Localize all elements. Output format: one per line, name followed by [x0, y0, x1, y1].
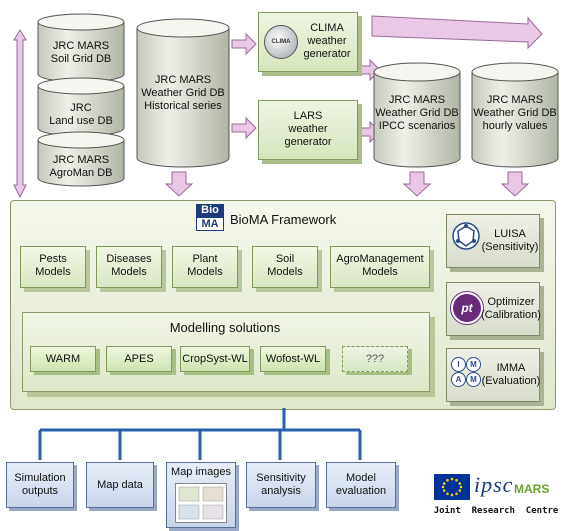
mars-logo: MARS [514, 482, 550, 496]
landuse-db-label: JRC Land use DB [49, 102, 113, 127]
output-map-data: Map data [86, 462, 154, 508]
luisa-icon [452, 222, 480, 250]
imma-icon-cell: A [451, 372, 466, 387]
model-label-soil: Soil Models [267, 253, 303, 278]
model-box-diseases: Diseases Models [96, 246, 162, 288]
down-arrow-historical [164, 171, 194, 197]
hourly-db-cylinder [471, 62, 559, 168]
optimizer-icon-text: pt [461, 301, 473, 315]
bioma-logo-top: Bio [196, 204, 224, 217]
weather-hist-db-cylinder [136, 18, 230, 168]
modelling-solutions-title: Modelling solutions [169, 320, 281, 335]
solution-wofost-wl: Wofost-WL [260, 346, 326, 372]
model-label-plant: Plant Models [187, 253, 223, 278]
model-box-pests: Pests Models [20, 246, 86, 288]
output-sensitivity: Sensitivity analysis [246, 462, 316, 508]
lars-generator-label: LARS weather generator [284, 110, 332, 148]
model-box-plant: Plant Models [172, 246, 238, 288]
clima-generator-label: CLIMA weather generator [303, 22, 351, 60]
output-connectors [38, 408, 362, 460]
luisa-label: LUISA (Sensitivity) [481, 228, 539, 253]
agroman-db-cylinder [37, 131, 125, 187]
arrow-to-hourly [371, 15, 543, 50]
side-tool-imma: I M A M IMMA (Evaluation) [446, 348, 540, 402]
model-box-soil: Soil Models [252, 246, 318, 288]
optimizer-label: Optimizer (Calibration) [481, 296, 541, 321]
eu-flag-icon [434, 474, 470, 500]
agroman-db-label: JRC MARS AgroMan DB [49, 154, 113, 179]
clima-generator-box: CLIMA CLIMA weather generator [258, 12, 358, 72]
weather-hist-db-label: JRC MARS Weather Grid DB Historical seri… [141, 74, 225, 112]
clima-logo-icon: CLIMA [264, 25, 298, 59]
eu-stars-icon [441, 477, 463, 497]
clima-logo-text: CLIMA [271, 39, 291, 45]
solution-unknown: ??? [342, 346, 408, 372]
down-arrow-hourly [500, 171, 530, 197]
hourly-db-label: JRC MARS Weather Grid DB hourly values [473, 94, 557, 132]
ipsc-logo: ipsc [474, 472, 514, 497]
side-tool-optimizer: pt Optimizer (Calibration) [446, 282, 541, 336]
jrc-caption: Joint Research Centre [433, 506, 559, 516]
imma-icon-cell: M [466, 372, 481, 387]
imma-icon-cell: I [451, 357, 466, 372]
arrow-to-clima [231, 32, 257, 56]
imma-icon: I M A M [451, 357, 481, 387]
bioma-logo-bottom: MA [196, 217, 224, 231]
model-label-pests: Pests Models [35, 253, 71, 278]
output-map-images-label: Map images [171, 466, 231, 478]
arrow-to-lars [231, 116, 257, 140]
solution-apes: APES [106, 346, 172, 372]
vertical-double-arrow [13, 29, 27, 199]
side-tool-luisa: LUISA (Sensitivity) [446, 214, 540, 268]
soil-db-cylinder [37, 13, 125, 83]
ipcc-db-cylinder [373, 62, 461, 168]
optimizer-icon: pt [451, 292, 483, 324]
map-thumbnail-icon [175, 483, 227, 523]
output-simulation: Simulation outputs [6, 462, 74, 508]
down-arrow-ipcc [402, 171, 432, 197]
model-box-agromanagement: AgroManagement Models [330, 246, 430, 288]
model-label-diseases: Diseases Models [106, 253, 152, 278]
lars-generator-box: LARS weather generator [258, 100, 358, 160]
db-cylinders [37, 13, 559, 187]
output-map-images: Map images [166, 462, 236, 528]
ipcc-db-label: JRC MARS Weather Grid DB IPCC scenarios [375, 94, 459, 132]
soil-db-label: JRC MARS Soil Grid DB [50, 40, 112, 65]
output-model-evaluation: Model evaluation [326, 462, 396, 508]
bioma-title: BioMA Framework [230, 212, 337, 227]
solution-cropsyst-wl: CropSyst-WL [180, 346, 250, 372]
model-label-agromanagement: AgroManagement Models [336, 253, 424, 278]
imma-label: IMMA (Evaluation) [481, 362, 541, 387]
solution-warm: WARM [30, 346, 96, 372]
imma-icon-cell: M [466, 357, 481, 372]
bioma-logo: Bio MA [196, 204, 224, 231]
